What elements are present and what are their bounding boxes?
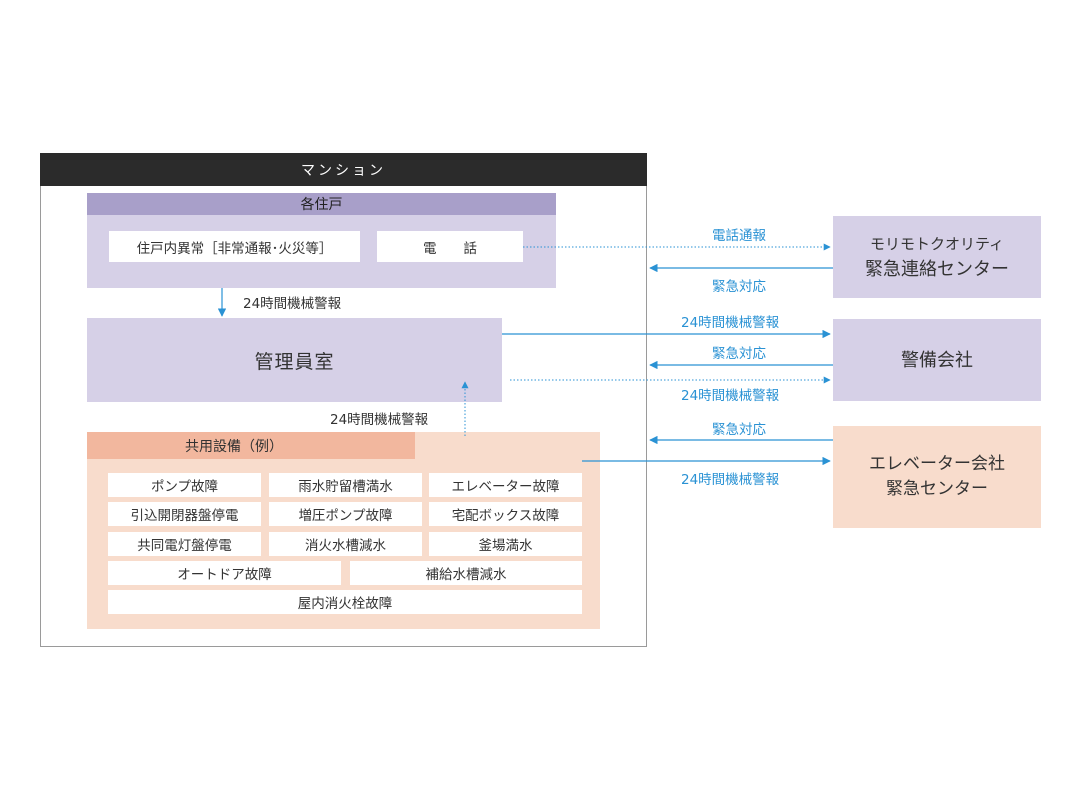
equipment-item: 釜場満水 <box>429 532 582 556</box>
label-phone-report: 電話通報 <box>712 228 766 244</box>
security-company: 警備会社 <box>833 319 1041 401</box>
elevator-emergency-center: エレベーター会社 緊急センター <box>833 426 1041 528</box>
equipment-item: 引込開閉器盤停電 <box>108 502 261 526</box>
common-equipment-header: 共用設備（例） <box>87 432 415 459</box>
office-box: 管理員室 <box>87 318 502 402</box>
label-alarm-to-security: 24時間機械警報 <box>681 388 780 404</box>
label-alarm-to-elevator: 24時間機械警報 <box>681 472 780 488</box>
security-line1: 警備会社 <box>901 349 973 371</box>
mansion-header: マンション <box>40 153 647 186</box>
equipment-item: 消火水槽減水 <box>269 532 422 556</box>
equipment-item: ポンプ故障 <box>108 473 261 497</box>
equipment-item: エレベーター故障 <box>429 473 582 497</box>
label-alarm-from-equipment: 24時間機械警報 <box>330 412 429 428</box>
label-emergency-response: 緊急対応 <box>712 346 766 362</box>
unit-abnormal-box: 住戸内異常［非常通報･火災等］ <box>109 231 360 262</box>
equipment-item: 屋内消火栓故障 <box>108 590 582 614</box>
label-alarm-to-security: 24時間機械警報 <box>681 315 780 331</box>
moritomo-emergency-center: モリモトクオリティ 緊急連絡センター <box>833 216 1041 298</box>
elevator-line1: エレベーター会社 <box>869 454 1005 474</box>
equipment-item: 宅配ボックス故障 <box>429 502 582 526</box>
units-header: 各住戸 <box>87 193 556 215</box>
moritomo-line2: 緊急連絡センター <box>865 259 1009 280</box>
equipment-item: オートドア故障 <box>108 561 341 585</box>
label-emergency-response: 緊急対応 <box>712 422 766 438</box>
equipment-item: 共同電灯盤停電 <box>108 532 261 556</box>
label-emergency-response: 緊急対応 <box>712 279 766 295</box>
elevator-line2: 緊急センター <box>886 479 988 499</box>
equipment-item: 補給水槽減水 <box>350 561 582 585</box>
unit-phone-box: 電 話 <box>377 231 523 262</box>
equipment-item: 増圧ポンプ故障 <box>269 502 422 526</box>
label-alarm-to-office: 24時間機械警報 <box>243 296 342 312</box>
equipment-item: 雨水貯留槽満水 <box>269 473 422 497</box>
moritomo-line1: モリモトクオリティ <box>869 235 1005 253</box>
